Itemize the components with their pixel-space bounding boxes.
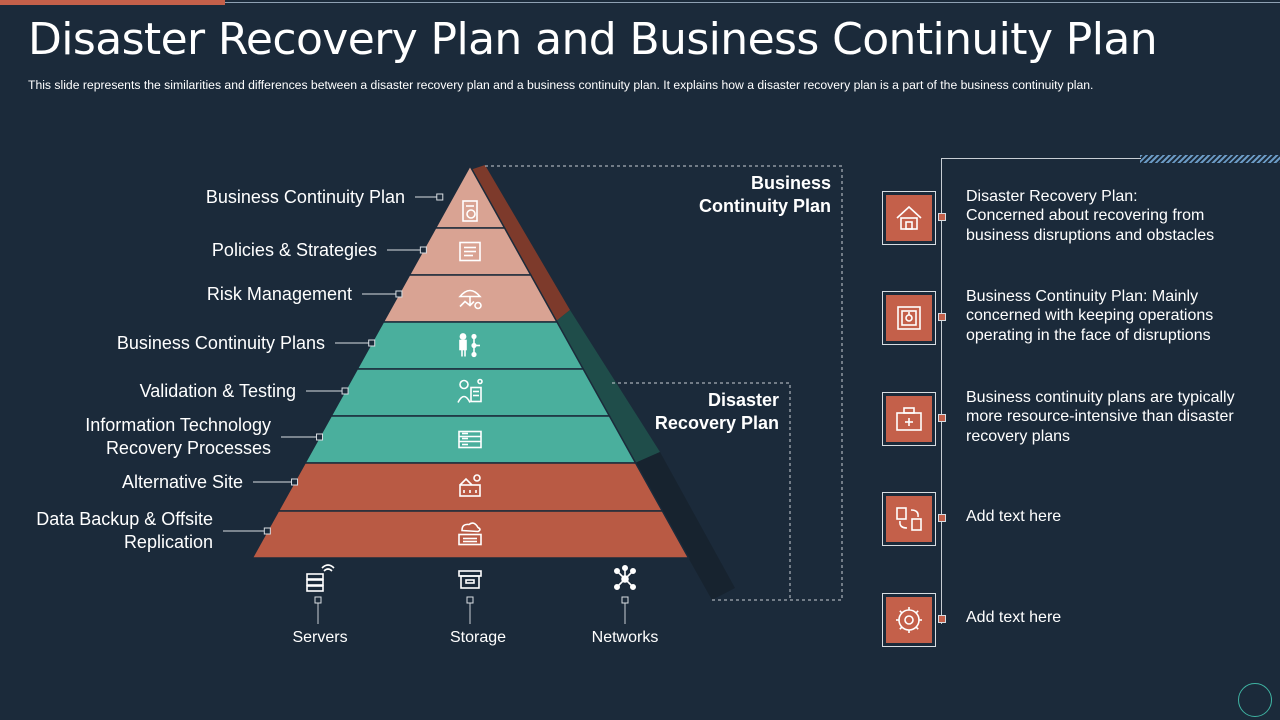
person-flowchart-icon (459, 333, 480, 358)
base-connector-node (621, 596, 629, 604)
bcp-region-label: Business Continuity Plan (699, 173, 831, 216)
level-connector-node (395, 290, 403, 298)
card-icon-box (882, 392, 936, 446)
umbrella-gear-icon (458, 289, 482, 310)
pyramid-tier (303, 415, 637, 464)
base-connector-node (314, 596, 322, 604)
card-text: Business continuity plans are typically … (966, 388, 1235, 445)
pyramid-level-label: Information Technology Recovery Processe… (85, 415, 271, 458)
pyramid-level-label: Validation & Testing (139, 380, 296, 401)
policy-document-icon (459, 241, 481, 262)
level-connector-node (419, 246, 427, 254)
storage-box-icon (458, 570, 482, 589)
card-text: Disaster Recovery Plan: Concerned about … (966, 187, 1215, 244)
drp-region-label: Disaster Recovery Plan (654, 390, 779, 433)
timeline-top-connector (941, 158, 1141, 159)
card-text: Add text here (966, 609, 1062, 627)
top-accent-bar (0, 0, 225, 5)
pyramid-level-label: Risk Management (206, 283, 352, 304)
document-gear-icon (462, 200, 478, 222)
first-aid-kit-icon (896, 407, 922, 431)
pyramid-base-label: Networks (591, 629, 659, 646)
safe-document-icon (897, 306, 921, 330)
level-connector-node (316, 433, 324, 441)
pyramid-base-label: Storage (449, 629, 507, 646)
card-icon-svg (896, 407, 922, 431)
corner-circle-decoration (1238, 683, 1272, 717)
level-connector-node (341, 387, 349, 395)
card-icon-box (882, 291, 936, 345)
pyramid-level-label: Business Continuity Plans (116, 332, 325, 353)
pyramid-tier (277, 462, 664, 512)
decorative-stripe (1140, 155, 1280, 163)
timeline-node (938, 414, 946, 422)
timeline-node (938, 213, 946, 221)
pyramid-side-top (470, 165, 570, 322)
house-recovery-icon (896, 205, 922, 230)
building-gear-icon (459, 474, 481, 497)
card-icon-svg (896, 607, 922, 633)
level-connector-node (263, 527, 271, 535)
pyramid-side-bottom (635, 452, 735, 600)
pyramid-tier (355, 321, 585, 370)
level-connector-node (291, 478, 299, 486)
server-wifi-icon (306, 564, 335, 592)
pyramid-level-label: Alternative Site (121, 471, 243, 492)
pyramid-side-middle (555, 310, 660, 463)
pyramid-base-label: Servers (292, 629, 348, 646)
card-icon-box (882, 191, 936, 245)
card-text: Business Continuity Plan: Mainly concern… (966, 287, 1214, 344)
timeline-line (941, 158, 942, 624)
data-transfer-icon (896, 507, 922, 531)
page-subtitle: This slide represents the similarities a… (28, 78, 1094, 92)
timeline-node (938, 615, 946, 623)
top-divider (225, 2, 1280, 3)
page-title: Disaster Recovery Plan and Business Cont… (28, 14, 1158, 65)
pyramid-level-label: Data Backup & Offsite Replication (36, 509, 213, 552)
card-icon-box (882, 593, 936, 647)
cloud-server-icon (458, 522, 482, 546)
server-rack-icon (458, 430, 482, 449)
base-connector-node (466, 596, 474, 604)
pyramid-level-label: Business Continuity Plan (205, 186, 405, 207)
card-icon-svg (896, 507, 922, 531)
pyramid-level-label: Policies & Strategies (211, 239, 377, 260)
person-checklist-icon (457, 378, 483, 403)
timeline-node (938, 514, 946, 522)
card-icon-box (882, 492, 936, 546)
network-nodes-icon (613, 564, 636, 590)
timeline-node (938, 313, 946, 321)
card-icon-svg (896, 205, 922, 230)
handshake-gear-icon (896, 607, 922, 633)
level-connector-node (436, 193, 444, 201)
card-text: Add text here (966, 508, 1062, 526)
card-icon-svg (897, 306, 921, 330)
level-connector-node (368, 339, 376, 347)
